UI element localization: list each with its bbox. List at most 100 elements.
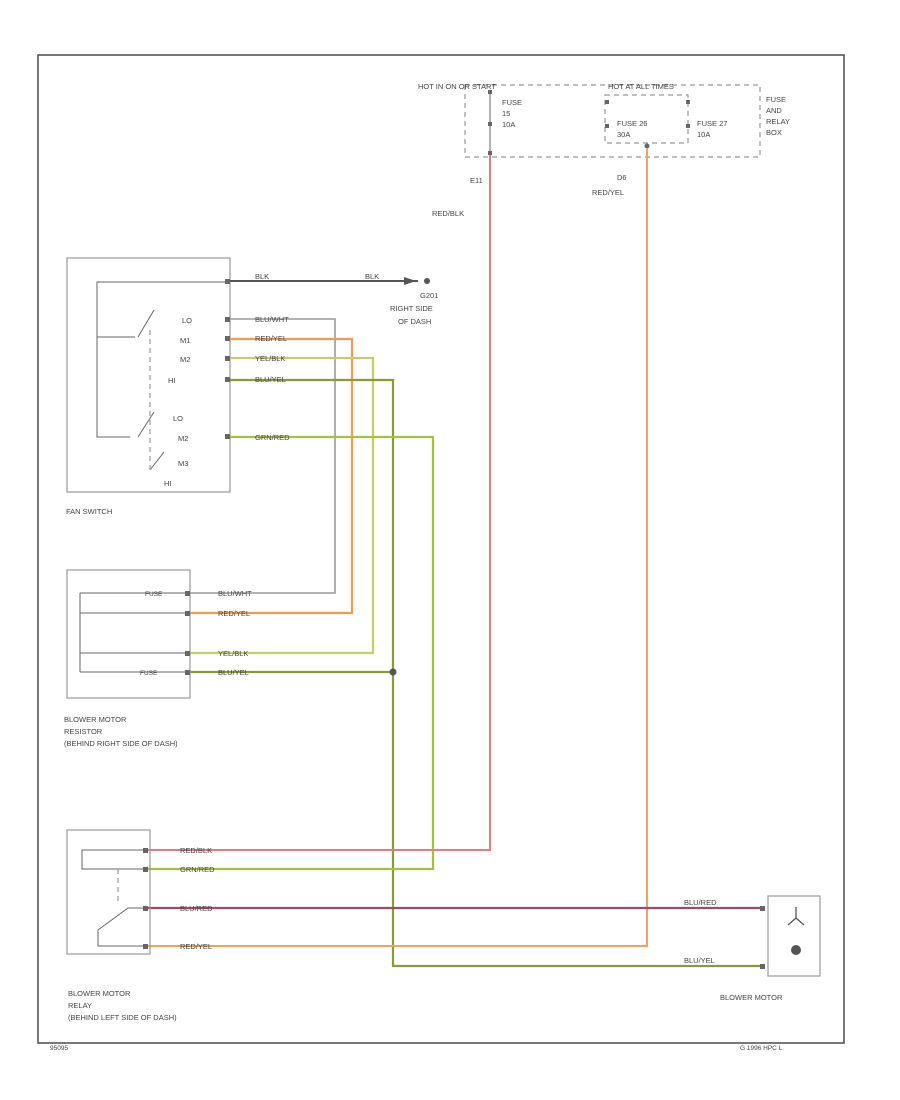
fan-switch-m1: M1 [180, 336, 190, 345]
fan-switch-hi2: HI [164, 479, 172, 488]
fuse-26-amp: 30A [617, 130, 630, 139]
resistor-wire-red-yel: RED/YEL [218, 609, 250, 618]
fuse-27-terminal [686, 100, 690, 104]
resistor-wire-blu-wht: BLU/WHT [218, 589, 252, 598]
fuse-27-terminal-2 [686, 124, 690, 128]
relay-title-2: RELAY [68, 1001, 92, 1010]
relay-wire-red-blk: RED/BLK [180, 846, 212, 855]
motor-terminal-2 [760, 964, 765, 969]
wire-yel-blk [190, 356, 375, 655]
relay-box [66, 829, 151, 955]
diagram-frame [37, 54, 845, 1044]
fan-switch-wire-yel-blk: YEL/BLK [255, 354, 285, 363]
ground-point-icon [424, 278, 430, 284]
blower-motor-title: BLOWER MOTOR [720, 993, 783, 1002]
fuse-15-terminal-bot [488, 151, 492, 155]
motor-wire-blu-yel: BLU/YEL [684, 956, 715, 965]
ground-arrow-icon [404, 277, 416, 285]
fan-switch-terminal-3 [225, 336, 230, 341]
fan-switch-lo2: LO [173, 414, 183, 423]
fuse-27-amp: 10A [697, 130, 710, 139]
relay-switch-arm [97, 907, 143, 947]
fuse-27-label: FUSE 27 [697, 119, 727, 128]
ground-g-number: G201 [420, 291, 438, 300]
fan-switch-wire-blu-yel: BLU/YEL [255, 375, 286, 384]
fuse-26-27-group [604, 94, 689, 144]
wire-red-yel-switch-resistor [190, 337, 354, 615]
resistor-title-3: (BEHIND RIGHT SIDE OF DASH) [64, 739, 178, 748]
hot-at-all-times-label: HOT AT ALL TIMES [608, 82, 674, 91]
wire-blu-wht [190, 318, 336, 594]
fan-switch-internal-bus [96, 281, 225, 438]
circuit-e11-label: E11 [470, 176, 483, 185]
motor-wire-blu-red: BLU/RED [684, 898, 717, 907]
fuse-box-label-4: BOX [766, 128, 782, 137]
relay-title-1: BLOWER MOTOR [68, 989, 131, 998]
fuse-15-terminal-top [488, 90, 492, 94]
motor-terminal-1 [760, 906, 765, 911]
splice-point-icon [389, 668, 397, 676]
resistor-wire-yel-blk: YEL/BLK [218, 649, 248, 658]
resistor-fuse-b: FUSE [140, 670, 158, 677]
fan-switch-contact-2 [137, 411, 155, 438]
resistor-terminal-2 [185, 611, 190, 616]
resistor-terminal-4 [185, 670, 190, 675]
fuse-box-label-2: AND [766, 106, 782, 115]
resistor-terminal-1 [185, 591, 190, 596]
wire-red-blk [148, 155, 491, 851]
fuse-26-label: FUSE 26 [617, 119, 647, 128]
relay-terminal-4 [143, 944, 148, 949]
relay-wire-red-yel: RED/YEL [180, 942, 212, 951]
fan-switch-wire-red-yel: RED/YEL [255, 334, 287, 343]
fan-switch-m2b: M2 [178, 434, 188, 443]
blower-motor-box [767, 895, 821, 977]
relay-coil-circuit [81, 849, 143, 870]
footer-code-right: G 1996 HPC L [740, 1045, 783, 1052]
fan-switch-wire-blu-wht: BLU/WHT [255, 315, 289, 324]
motor-symbol-icon [791, 945, 801, 955]
footer-code-left: 95095 [50, 1045, 68, 1052]
fan-switch-terminal-2 [225, 317, 230, 322]
fan-switch-terminal-1 [225, 279, 230, 284]
fan-switch-m2: M2 [180, 355, 190, 364]
wire-red-yel-fuse-relay [148, 148, 648, 947]
fuse-relay-box [464, 84, 761, 158]
fan-switch-box [66, 257, 231, 493]
circuit-d6-label: D6 [617, 173, 627, 182]
fuse-15-amp: 10A [502, 120, 515, 129]
fan-switch-lo: LO [182, 316, 192, 325]
fuse-26-terminal-2 [605, 124, 609, 128]
fuse-26-terminal [605, 100, 609, 104]
wire-red-yel-vertical-label: RED/YEL [592, 188, 624, 197]
fuse-15-label: FUSE [502, 98, 522, 107]
fan-switch-title: FAN SWITCH [66, 507, 112, 516]
resistor-title-1: BLOWER MOTOR [64, 715, 127, 724]
resistor-terminal-3 [185, 651, 190, 656]
relay-terminal-2 [143, 867, 148, 872]
fan-switch-terminal-6 [225, 434, 230, 439]
fuse-box-label-1: FUSE [766, 95, 786, 104]
fan-switch-contact-1 [137, 309, 155, 338]
fan-switch-wire-grn-red: GRN/RED [255, 433, 290, 442]
relay-terminal-1 [143, 848, 148, 853]
hot-run-start-label: HOT IN ON OR START [418, 82, 496, 91]
fuse-26-output [644, 143, 650, 149]
fan-switch-terminal-5 [225, 377, 230, 382]
fuse-box-label-3: RELAY [766, 117, 790, 126]
relay-title-3: (BEHIND LEFT SIDE OF DASH) [68, 1013, 177, 1022]
relay-terminal-3 [143, 906, 148, 911]
resistor-wire-blu-yel: BLU/YEL [218, 668, 249, 677]
relay-wire-grn-red: GRN/RED [180, 865, 215, 874]
fan-switch-contact-3 [149, 451, 165, 471]
resistor-fuse-a: FUSE [145, 591, 163, 598]
wire-red-blk-vertical-label: RED/BLK [432, 209, 464, 218]
wire-grn-red [148, 435, 435, 871]
fan-switch-m3: M3 [178, 459, 188, 468]
ground-wire-label: BLK [365, 272, 379, 281]
resistor-title-2: RESISTOR [64, 727, 103, 736]
fuse-15-number: 15 [502, 109, 510, 118]
fan-switch-hi: HI [168, 376, 176, 385]
ground-location-1: RIGHT SIDE [390, 304, 433, 313]
ground-location-2: OF DASH [398, 317, 431, 326]
